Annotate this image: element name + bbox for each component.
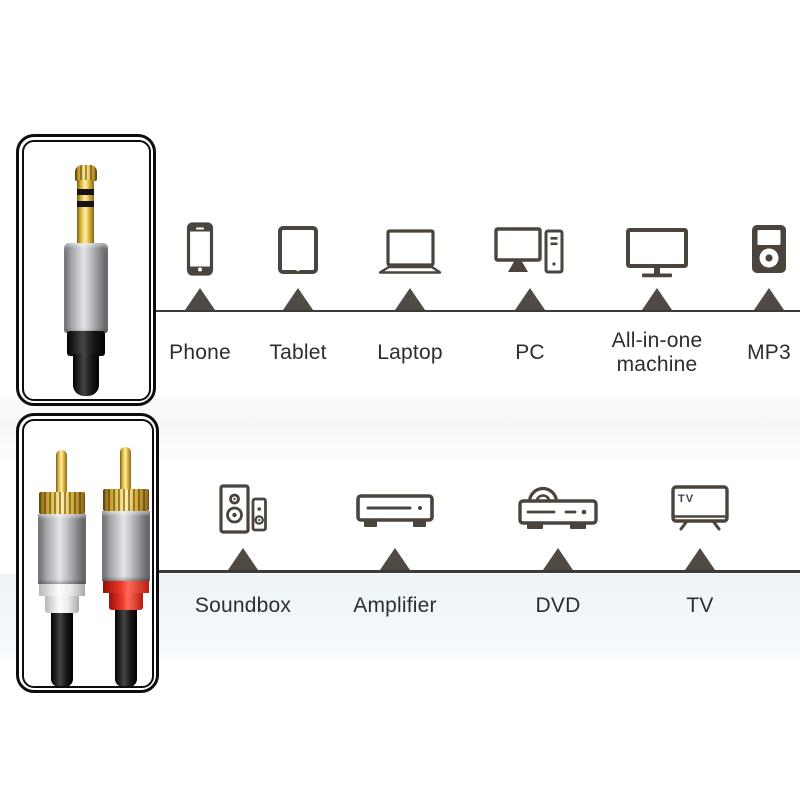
- jack-photo-frame: [16, 134, 156, 406]
- all-in-one-icon: [626, 228, 688, 278]
- tv-icon-text: TV: [678, 493, 694, 505]
- pointer-triangle: [380, 548, 410, 570]
- jack-boot: [66, 330, 105, 356]
- pointer-triangle: [228, 548, 258, 570]
- rca-red-body: [101, 510, 150, 581]
- jack-cable: [72, 353, 99, 396]
- device-label-laptop: Laptop: [377, 341, 443, 364]
- jack-photo: [21, 139, 151, 401]
- rca-red-ring-step: [108, 592, 143, 610]
- dvd-player-icon: [518, 483, 598, 531]
- rca-red-ring: [102, 580, 149, 593]
- pointer-triangle: [754, 288, 784, 310]
- device-label-amplifier: Amplifier: [353, 594, 437, 617]
- device-label-mp3: MP3: [747, 341, 791, 364]
- jack-ring-2: [77, 200, 94, 207]
- mp3-player-icon: [751, 224, 787, 274]
- rca-photo: [21, 418, 154, 688]
- pointer-triangle: [543, 548, 573, 570]
- jack-ring-1: [77, 188, 94, 195]
- rca-white-pin: [56, 449, 67, 494]
- rca-red-cable: [114, 609, 137, 686]
- tv-icon: TV: [671, 485, 729, 531]
- pointer-triangle: [283, 288, 313, 310]
- pointer-triangle: [515, 288, 545, 310]
- pointer-triangle: [685, 548, 715, 570]
- device-label-soundbox: Soundbox: [194, 594, 292, 617]
- jack-shaft: [77, 179, 94, 245]
- rca-white-ring-step: [44, 595, 79, 613]
- amplifier-icon: [356, 494, 434, 529]
- device-label-tablet: Tablet: [269, 341, 327, 364]
- device-label-dvd: DVD: [535, 594, 581, 617]
- laptop-icon: [378, 229, 442, 275]
- device-label-all-in-one: All-in-one machine: [611, 329, 703, 376]
- soundbox-icon: [219, 484, 267, 534]
- phone-icon: [186, 222, 214, 276]
- jack-barrel: [63, 242, 108, 333]
- pointer-triangle: [642, 288, 672, 310]
- rca-white-cable: [50, 612, 73, 686]
- rca-white-ring: [38, 583, 85, 596]
- rca-photo-frame: [16, 413, 159, 693]
- jack-tip: [74, 164, 97, 181]
- device-label-pc: PC: [515, 341, 545, 364]
- bottom-connection-line: [152, 570, 800, 573]
- rca-white-body: [37, 513, 86, 584]
- rca-white-collar: [38, 491, 85, 514]
- pointer-triangle: [185, 288, 215, 310]
- pc-icon: [494, 227, 566, 276]
- rca-red-pin: [120, 446, 131, 491]
- rca-red-collar: [102, 488, 149, 511]
- device-label-phone: Phone: [169, 341, 231, 364]
- tablet-icon: [278, 226, 318, 274]
- top-connection-line: [149, 309, 800, 312]
- device-label-tv: TV: [686, 594, 714, 617]
- pointer-triangle: [395, 288, 425, 310]
